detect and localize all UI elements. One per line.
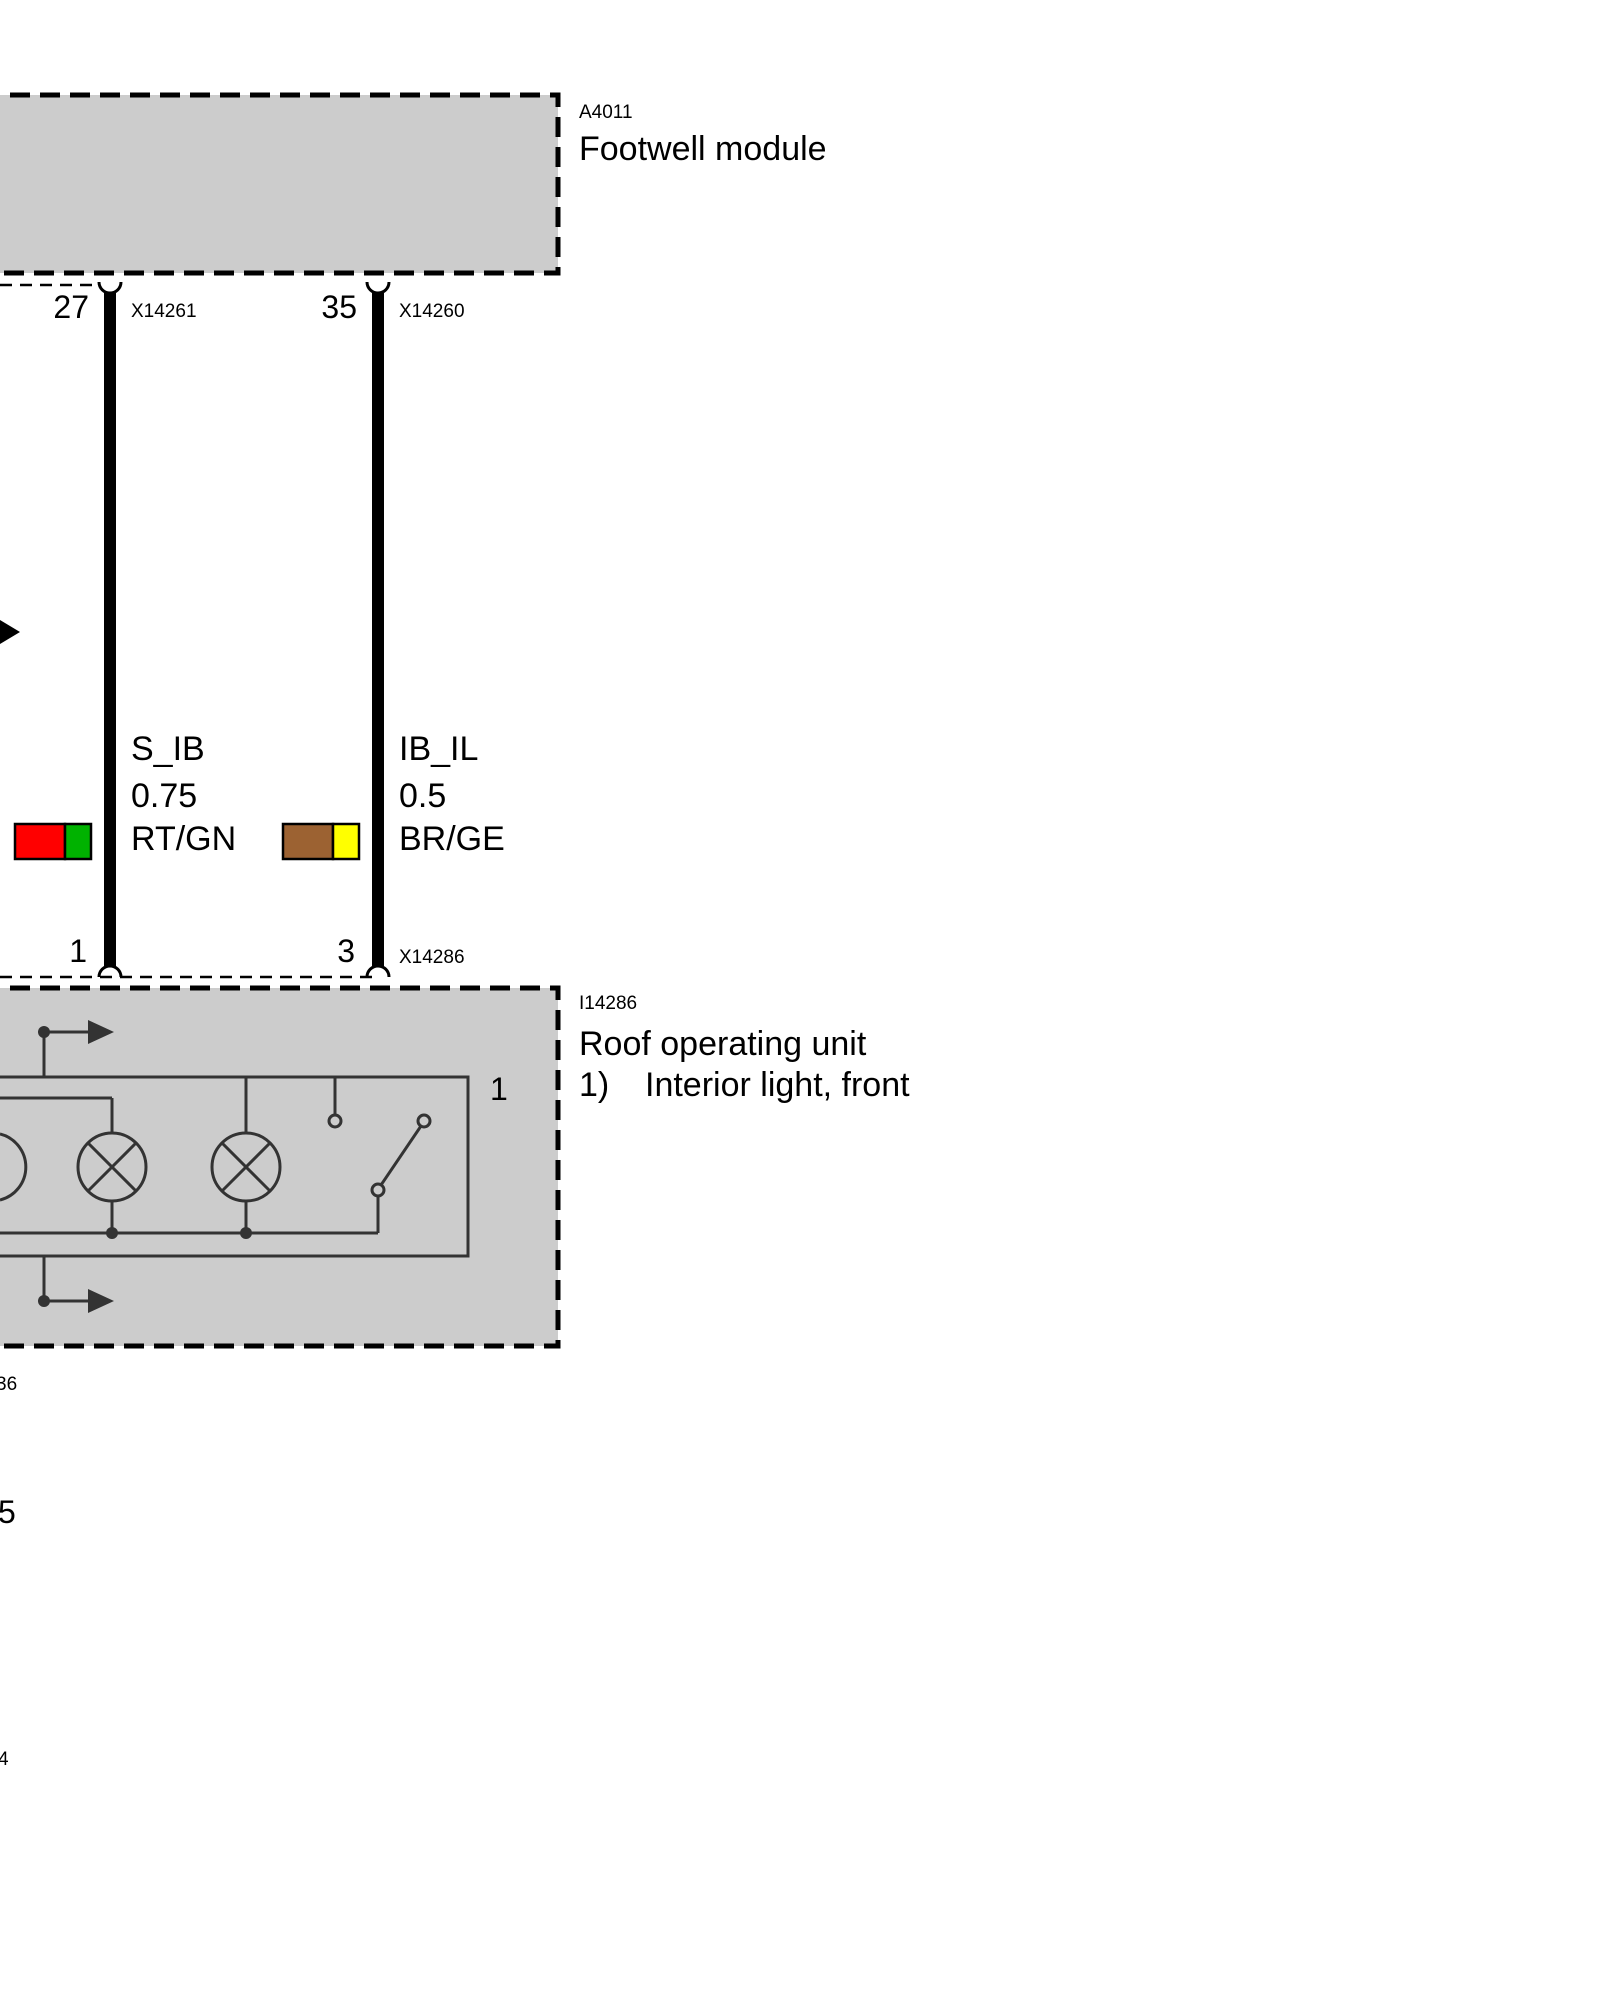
wire-ib-il-bottom-connector: X14286 (399, 947, 465, 968)
wire-ib-il-color-code: BR/GE (399, 820, 505, 858)
left-arrow-fragment (0, 620, 20, 644)
wire-ib-il-size: 0.5 (399, 777, 446, 815)
roof-unit-note-number: 1) (579, 1066, 609, 1104)
wire-ib-il-bottom-pin-number: 3 (337, 933, 355, 969)
wire-s-ib-top-pin (97, 281, 123, 295)
roof-unit-id: I14286 (579, 993, 637, 1014)
wire-ib-il-bottom-pin (365, 964, 391, 978)
wire-ib-il-signal: IB_IL (399, 730, 478, 768)
interior-light-circuit (0, 1075, 470, 1258)
footwell-module-name: Footwell module (579, 130, 827, 168)
wire-s-ib-signal: S_IB (131, 730, 205, 768)
wire-ib-il-color-swatch (281, 822, 361, 861)
bulb-icon (76, 1131, 148, 1203)
arrow-right-icon (38, 1256, 114, 1313)
footwell-module-box (0, 92, 561, 276)
left-fragment-label-b: 5 (0, 1494, 16, 1530)
roof-unit-name: Roof operating unit (579, 1025, 867, 1063)
arrow-right-icon (38, 1020, 114, 1077)
footwell-module-id: A4011 (579, 102, 633, 123)
wire-s-ib-bottom-pin (97, 964, 123, 978)
wire-s-ib-size: 0.75 (131, 777, 197, 815)
wire-s-ib-top-connector: X14261 (131, 301, 197, 322)
bulb-icon (210, 1131, 282, 1203)
roof-unit-inner-label: 1 (490, 1071, 508, 1107)
wire-s-ib-color-swatch (13, 822, 93, 861)
wire-ib-il-top-pin-number: 35 (321, 289, 357, 325)
left-fragment-label-c: 4 (0, 1749, 9, 1770)
wire-ib-il-top-pin (365, 281, 391, 295)
bulb-icon (0, 1132, 28, 1202)
left-fragment-label-a: 36 (0, 1374, 17, 1395)
wire-s-ib-top-pin-number: 27 (53, 289, 89, 325)
wire-s-ib-color-code: RT/GN (131, 820, 236, 858)
roof-unit-note-text: Interior light, front (645, 1066, 910, 1104)
wire-ib-il-top-connector: X14260 (399, 301, 465, 322)
wire-s-ib-bottom-pin-number: 1 (69, 933, 87, 969)
